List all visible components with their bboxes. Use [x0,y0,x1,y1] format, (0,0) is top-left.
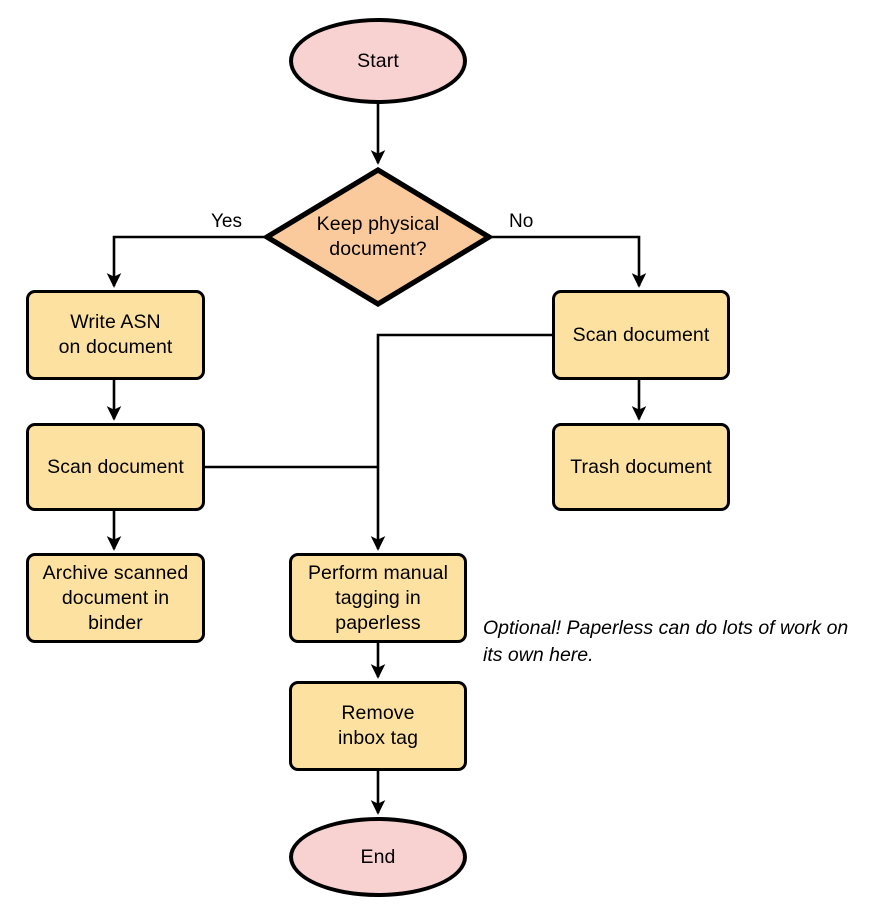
node-manual-tagging-label: Perform manual tagging in paperless [308,561,448,636]
edge-scan-right-to-manual-tagging [370,333,552,551]
node-decision-label-line2: document? [329,238,427,260]
node-trash-document-label: Trash document [570,455,712,478]
node-decision-label-line1: Keep physical [316,213,440,235]
node-write-asn-label: Write ASN on document [59,310,173,360]
node-start-label: Start [357,49,399,72]
node-trash-document[interactable]: Trash document [552,423,730,511]
node-remove-inbox-label: Remove inbox tag [338,701,418,751]
edge-label-no: No [509,211,534,232]
node-archive-scanned-document[interactable]: Archive scanned document in binder [26,553,205,643]
node-archive-label-line3: binder [88,611,143,634]
node-remove-inbox-label-line1: Remove [341,702,415,724]
node-manual-tagging-label-line3: paperless [335,611,421,634]
node-manual-tagging-label-line1: Perform manual [307,561,449,584]
edge-decision-no-to-scan-right [492,235,647,288]
node-archive-label-line1: Archive scanned [42,561,189,584]
node-write-asn-on-document[interactable]: Write ASN on document [26,290,205,380]
annotation-optional-note-line2: its own here. [483,644,594,666]
node-write-asn-label-line2: on document [58,336,173,358]
node-scan-document-right-label: Scan document [572,323,710,346]
node-scan-document-left[interactable]: Scan document [26,423,205,511]
node-write-asn-label-line1: Write ASN [70,311,161,333]
annotation-optional-note-line1: Optional! Paperless can do lots of work … [483,617,849,639]
node-manual-tagging-label-line2: tagging in [335,586,421,609]
node-scan-document-left-label: Scan document [47,455,184,478]
node-perform-manual-tagging[interactable]: Perform manual tagging in paperless [289,553,467,643]
node-end[interactable]: End [289,817,467,897]
node-end-label: End [360,845,396,868]
edge-decision-yes-to-write-asn [106,235,264,288]
node-decision-label: Keep physical document? [264,212,492,262]
node-start[interactable]: Start [289,18,467,104]
node-scan-document-right[interactable]: Scan document [552,290,730,380]
node-keep-physical-document[interactable]: Keep physical document? [264,167,492,307]
edge-label-yes: Yes [211,211,242,232]
diamond-shape [264,167,492,307]
node-remove-inbox-tag[interactable]: Remove inbox tag [289,681,467,771]
annotation-optional-note: Optional! Paperless can do lots of work … [483,588,883,669]
node-archive-label: Archive scanned document in binder [43,561,189,636]
node-archive-label-line2: document in [61,586,170,609]
node-remove-inbox-label-line2: inbox tag [337,727,419,749]
